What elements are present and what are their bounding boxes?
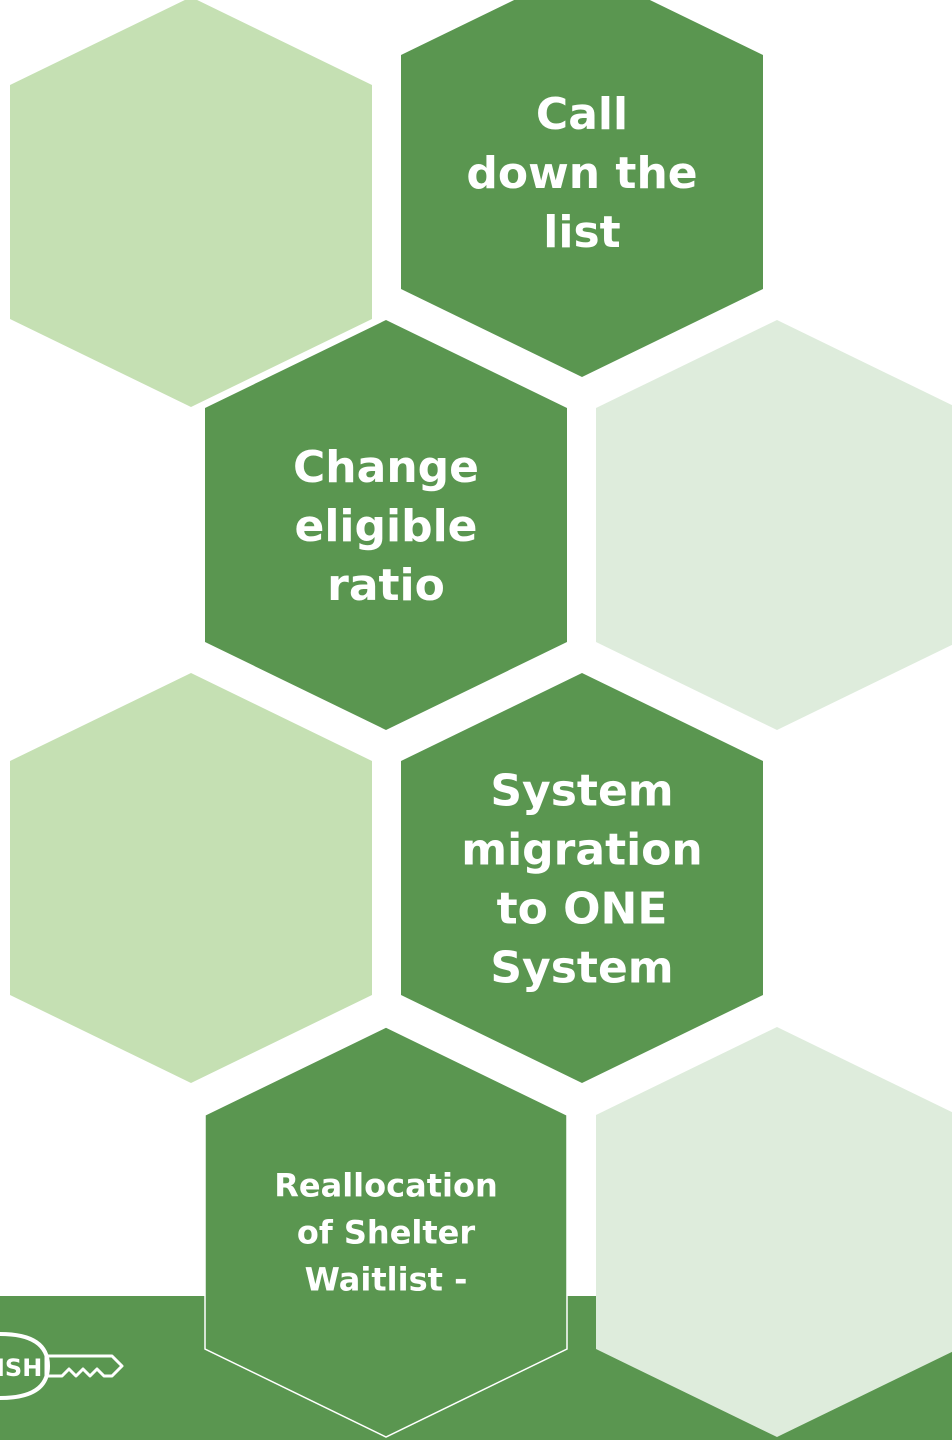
hexagon-label-line: Change <box>293 442 479 493</box>
hexagon-shape <box>596 1027 952 1437</box>
hexagon-8 <box>596 1027 952 1437</box>
hexagon-label-line: list <box>543 207 620 258</box>
hexagon-label-line: to ONE <box>497 883 668 934</box>
hexagon-shape <box>596 320 952 730</box>
hexagon-label-line: Reallocation <box>274 1167 497 1205</box>
hexagon-label-line: of Shelter <box>297 1214 476 1252</box>
hexagon-label-line: Waitlist - <box>305 1261 468 1299</box>
hexagon-shape <box>10 673 372 1083</box>
hexagon-5 <box>10 673 372 1083</box>
hexagon-2: Call down the list <box>401 0 763 377</box>
hexagon-6: System migration to ONE System <box>401 673 763 1083</box>
hexagon-shape <box>204 1026 568 1438</box>
hexagon-label-line: down the <box>466 148 697 199</box>
logo-text: ISH <box>0 1354 42 1382</box>
hexagon-shape <box>401 673 763 1083</box>
hexagon-label-line: migration <box>461 824 702 875</box>
hexagon-4 <box>596 320 952 730</box>
hexagon-label-line: System <box>490 765 673 816</box>
hexagon-label-line: eligible <box>294 501 477 552</box>
hexagon-shape <box>10 0 372 407</box>
hexagon-label-line: Call <box>536 89 628 140</box>
logo-ring-icon <box>0 1332 51 1400</box>
footer-logo: ISH <box>0 1332 124 1400</box>
key-icon <box>44 1354 124 1378</box>
hexagon-1 <box>10 0 372 407</box>
hexagon-label-line: ratio <box>327 560 445 611</box>
hexagon-label-line: System <box>490 942 673 993</box>
hexagon-shape <box>401 0 763 377</box>
hexagon-shape <box>205 320 567 730</box>
hexagon-3: Change eligible ratio <box>205 320 567 730</box>
